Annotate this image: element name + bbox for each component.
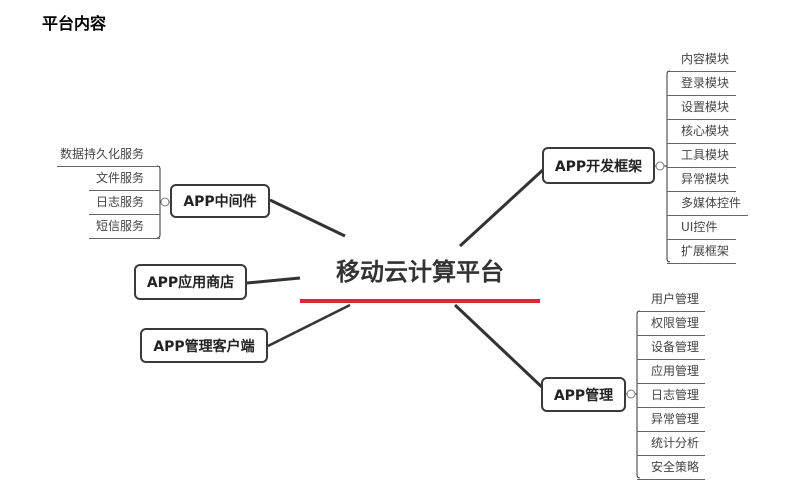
collapse-middleware-icon bbox=[160, 197, 170, 207]
leaf-core-module[interactable]: 核心模块 bbox=[667, 120, 736, 144]
leaf-exception-module[interactable]: 异常模块 bbox=[667, 168, 736, 192]
leaf-app-mgmt[interactable]: 应用管理 bbox=[637, 360, 705, 384]
leaf-file-service[interactable]: 文件服务 bbox=[89, 167, 160, 191]
connector-mgmt-client bbox=[267, 303, 351, 348]
leaf-permission-mgmt[interactable]: 权限管理 bbox=[637, 312, 705, 336]
leaf-content-module[interactable]: 内容模块 bbox=[667, 48, 736, 72]
collapse-dev-framework-icon bbox=[655, 161, 665, 171]
node-app-dev-framework[interactable]: APP开发框架 bbox=[542, 147, 655, 184]
leaf-log-mgmt[interactable]: 日志管理 bbox=[637, 384, 705, 408]
center-underline bbox=[300, 299, 540, 303]
leaf-exception-mgmt[interactable]: 异常管理 bbox=[637, 408, 705, 432]
page-title: 平台内容 bbox=[42, 14, 107, 33]
leaf-login-module[interactable]: 登录模块 bbox=[667, 72, 736, 96]
leaf-settings-module[interactable]: 设置模块 bbox=[667, 96, 736, 120]
leaf-user-mgmt[interactable]: 用户管理 bbox=[637, 288, 705, 312]
leaf-log-service[interactable]: 日志服务 bbox=[89, 191, 160, 215]
leaf-device-mgmt[interactable]: 设备管理 bbox=[637, 336, 705, 360]
connector-dev-framework bbox=[458, 166, 547, 248]
leaf-data-persistence[interactable]: 数据持久化服务 bbox=[57, 143, 160, 167]
connector-app-store bbox=[246, 276, 301, 285]
leaf-statistics[interactable]: 统计分析 bbox=[637, 432, 705, 456]
leaf-multimedia-controls[interactable]: 多媒体控件 bbox=[667, 192, 748, 216]
collapse-app-mgmt-icon bbox=[626, 389, 636, 399]
connector-app-mgmt bbox=[453, 303, 547, 392]
leaf-ui-controls[interactable]: UI控件 bbox=[667, 216, 736, 240]
node-app-store[interactable]: APP应用商店 bbox=[134, 264, 247, 300]
connector-middleware bbox=[269, 198, 346, 238]
node-app-middleware[interactable]: APP中间件 bbox=[170, 184, 270, 218]
leaf-security-policy[interactable]: 安全策略 bbox=[637, 456, 705, 480]
center-topic[interactable]: 移动云计算平台 bbox=[336, 258, 504, 286]
node-app-mgmt-client[interactable]: APP管理客户端 bbox=[140, 328, 268, 363]
node-app-mgmt[interactable]: APP管理 bbox=[541, 377, 626, 412]
leaf-tools-module[interactable]: 工具模块 bbox=[667, 144, 736, 168]
leaf-sms-service[interactable]: 短信服务 bbox=[89, 215, 160, 239]
leaf-extension-framework[interactable]: 扩展框架 bbox=[667, 240, 736, 264]
